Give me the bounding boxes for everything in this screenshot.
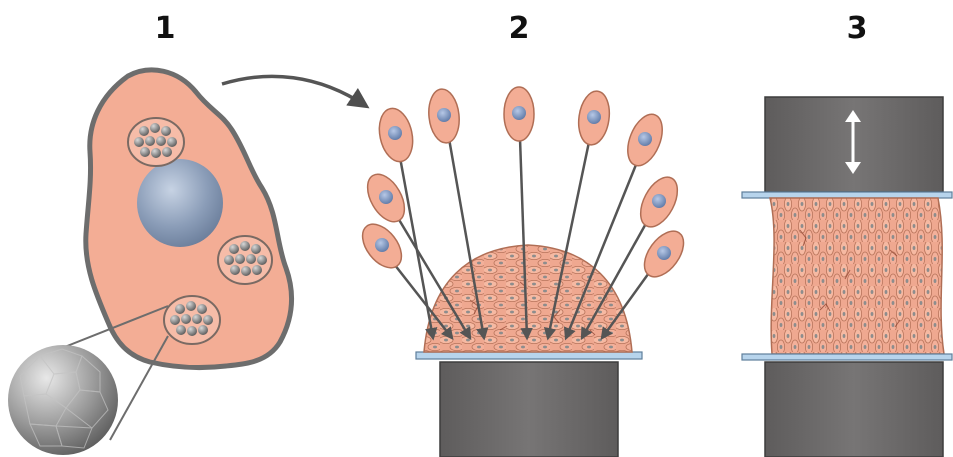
upper-coverslip [742,192,952,198]
migrating-cell [355,217,452,338]
compressed-cell-column [770,198,944,354]
vesicle [164,296,220,344]
panel-2-seeding [355,87,692,457]
migrating-cell [602,224,691,338]
panel-1-large-cell [8,70,292,455]
polyhedral-sphere-icon [8,345,118,455]
lower-platen [440,362,618,457]
step-1-label: 1 [155,11,176,46]
vesicle [128,118,184,166]
step-2-label: 2 [509,11,530,46]
cell-nucleus [137,159,223,247]
curved-arrow-icon [222,76,366,106]
lower-coverslip [742,354,952,360]
panel-3-compression [742,97,952,457]
coverslip [416,352,642,359]
vesicle [218,236,272,284]
lower-platen-3 [765,362,943,457]
step-3-label: 3 [847,11,868,46]
